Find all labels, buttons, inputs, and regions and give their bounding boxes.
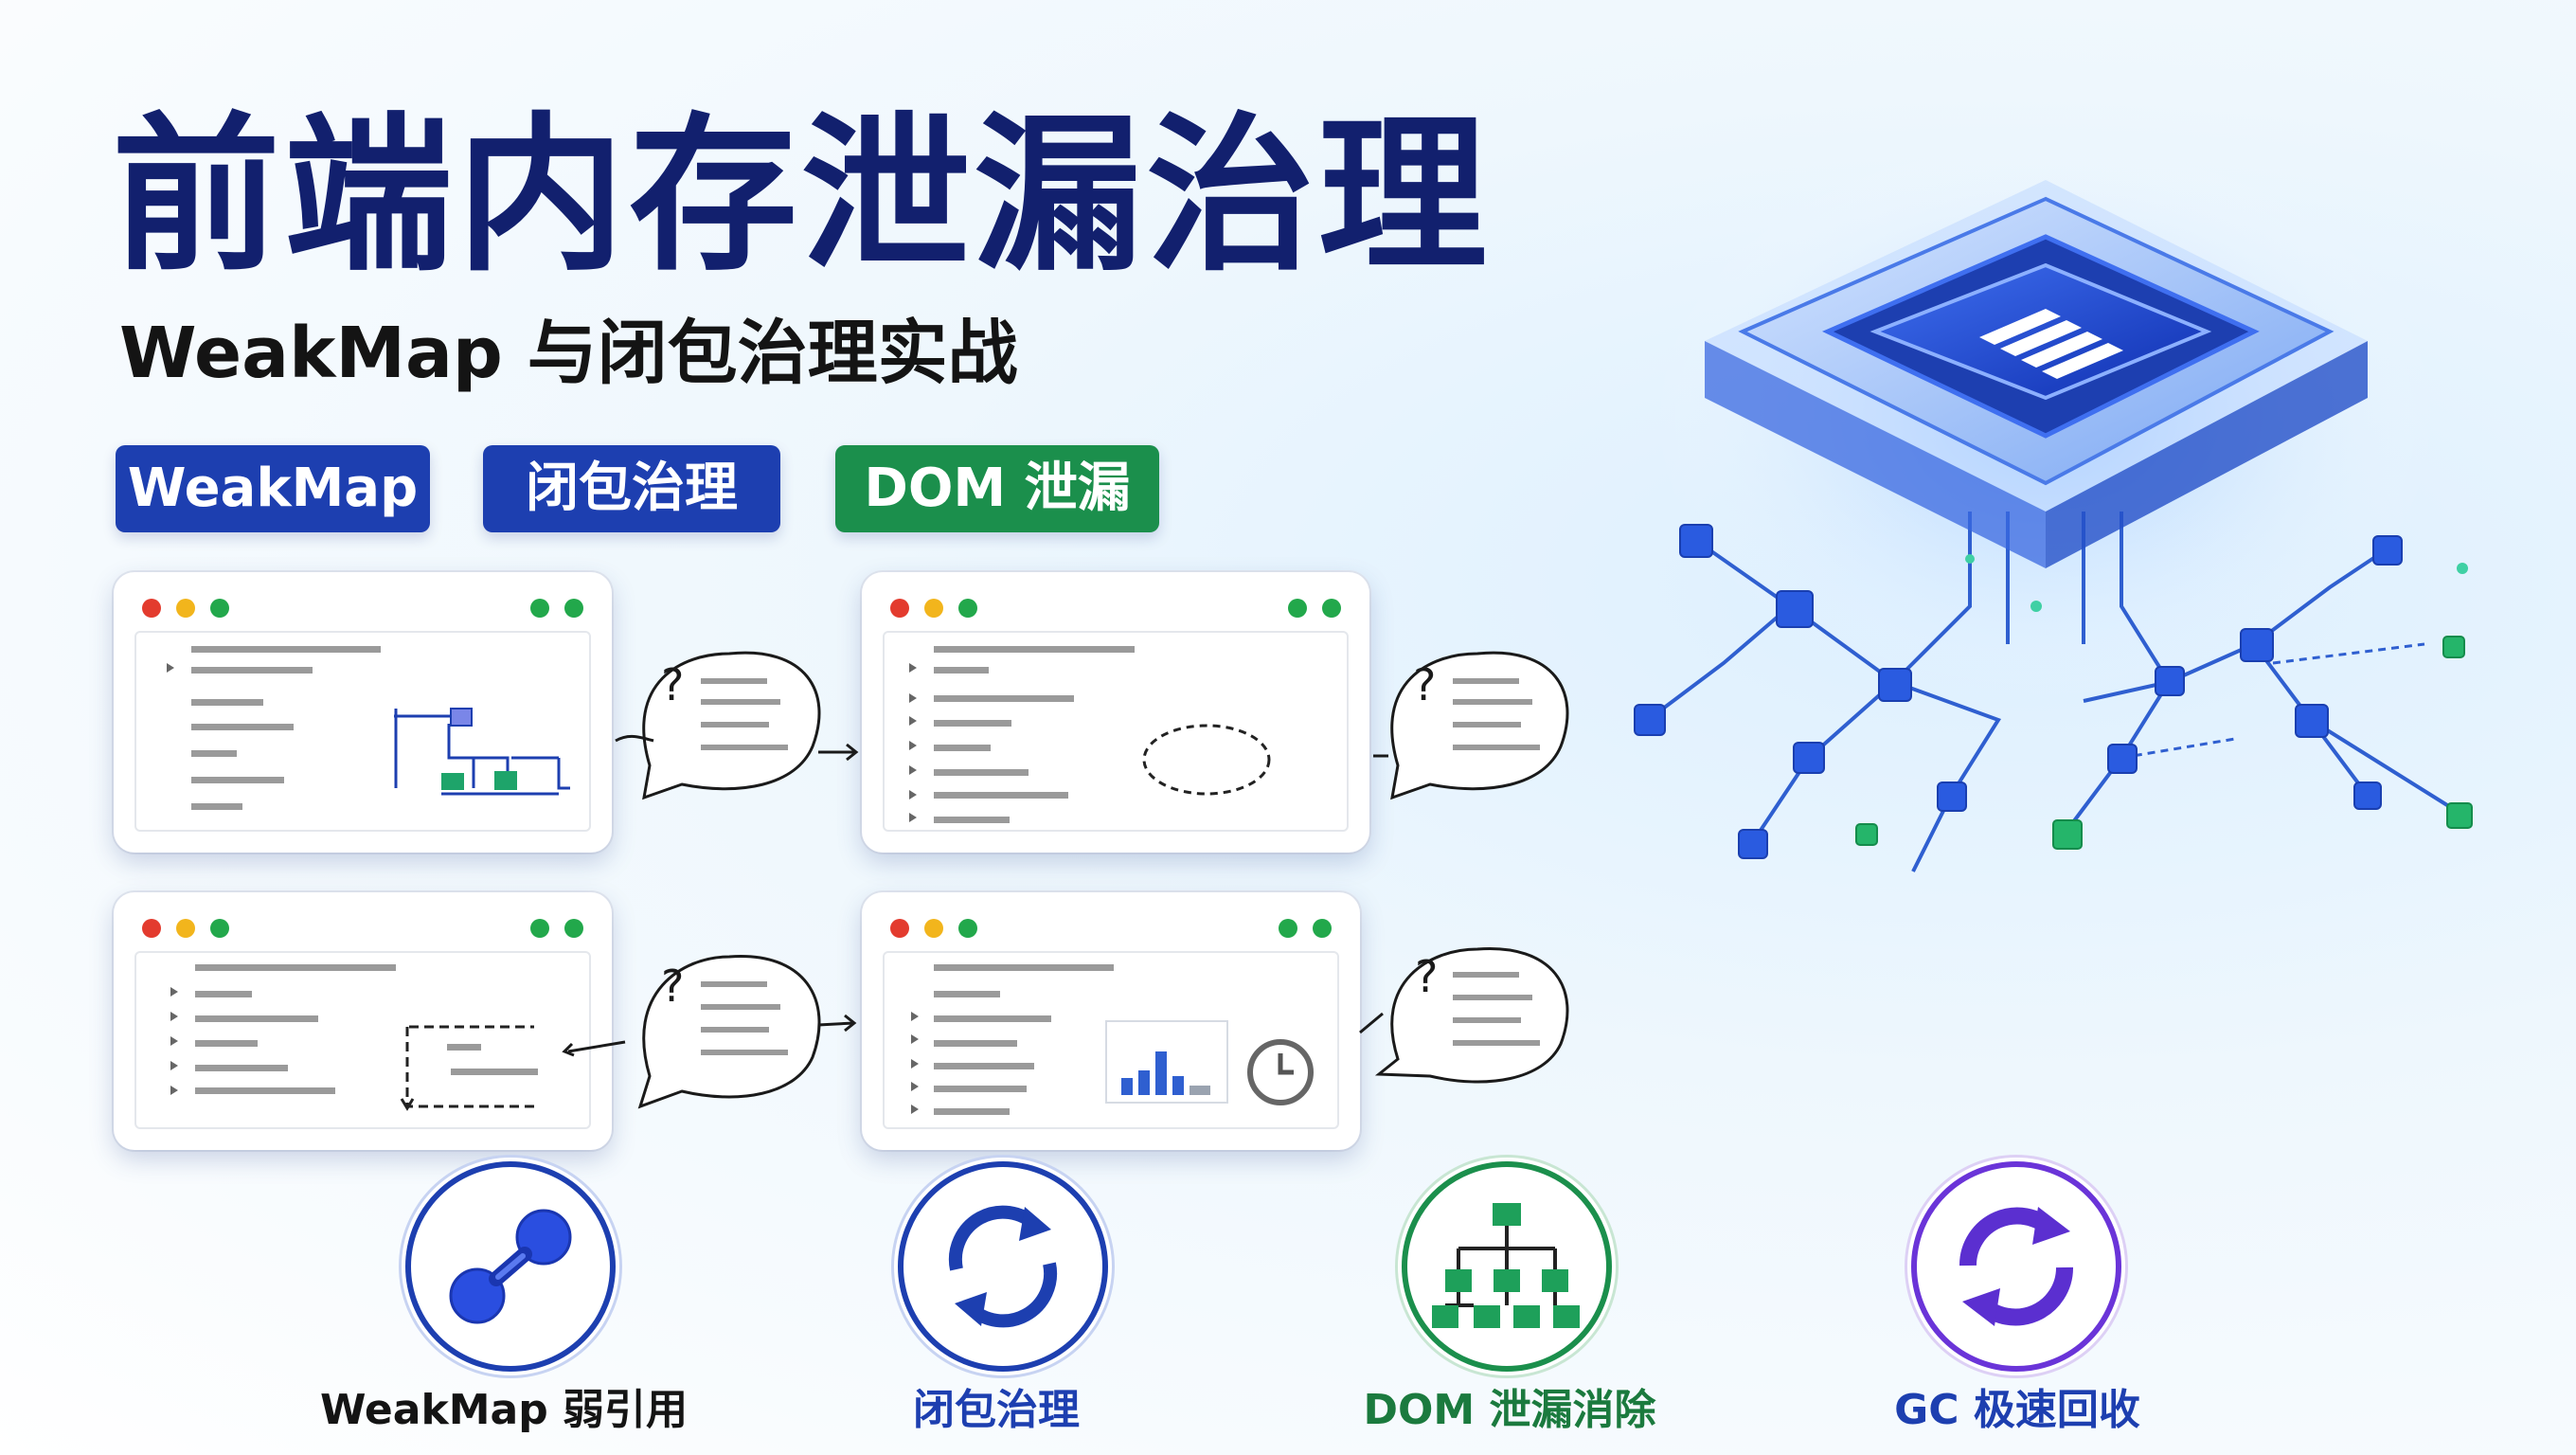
weakmap-window [114, 572, 612, 853]
page-subtitle: WeakMap 与闭包治理实战 [119, 313, 1018, 394]
closure-window [862, 572, 1369, 853]
dom-diagram [170, 964, 538, 1111]
dom-window [114, 892, 612, 1150]
question-mark: ? [1413, 659, 1437, 710]
closure-diagram [909, 646, 1271, 823]
tag-weakmap[interactable]: WeakMap [116, 445, 430, 532]
gc-window [862, 892, 1360, 1150]
question-mark: ? [661, 961, 685, 1012]
tag-closure[interactable]: 闭包治理 [483, 445, 780, 532]
gc-diagram [911, 964, 1314, 1115]
question-mark: ? [661, 659, 685, 710]
feature-label-dom: DOM 泄漏消除 [1363, 1386, 1656, 1434]
feature-label-closure: 闭包治理 [913, 1386, 1080, 1434]
feature-label-weakmap: WeakMap 弱引用 [319, 1386, 689, 1434]
refresh-cycle-icon[interactable] [898, 1161, 1108, 1372]
chain-link-icon[interactable] [405, 1161, 616, 1372]
page-title: 前端内存泄漏治理 [112, 98, 1491, 294]
dom-tree-icon[interactable] [1402, 1161, 1612, 1372]
tag-dom-leak[interactable]: DOM 泄漏 [835, 445, 1159, 532]
window-controls [142, 599, 244, 621]
weakmap-diagram [167, 646, 570, 810]
feature-label-gc: GC 极速回收 [1894, 1386, 2140, 1434]
gc-recycle-icon[interactable] [1911, 1161, 2121, 1372]
code-pane [134, 631, 591, 832]
memory-chip-illustration [1634, 133, 2473, 872]
question-mark: ? [1415, 951, 1439, 1002]
